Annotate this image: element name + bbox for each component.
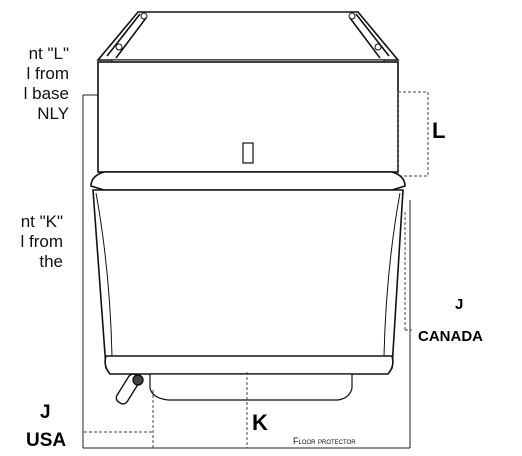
note-k-line: the	[39, 252, 63, 271]
note-k-text: nt "K" l from the	[0, 212, 64, 272]
dim-j-canada-guide	[404, 212, 412, 331]
note-l-line: nt "L"	[28, 44, 69, 63]
stove-lower-body	[90, 171, 406, 375]
note-k-line: nt "K"	[20, 212, 63, 231]
note-l-line: l from	[26, 64, 70, 83]
floor-protector-label: Floor protector	[293, 436, 356, 446]
dim-k-label: K	[252, 410, 268, 435]
dim-j-usa-label: USA	[26, 430, 67, 451]
note-k-line: l from	[20, 232, 64, 251]
dim-l-guide	[397, 91, 429, 177]
dim-j-usa-letter: J	[40, 402, 51, 423]
note-l-line: l base	[23, 84, 69, 103]
stove-top-hood	[96, 11, 400, 61]
dim-j-usa-guide	[84, 390, 154, 448]
ash-drawer	[149, 373, 353, 401]
note-l-line: NLY	[37, 104, 69, 123]
drawer-handle	[115, 373, 150, 405]
latch-slot	[242, 142, 254, 164]
dim-j-canada-label: CANADA	[418, 328, 483, 345]
note-l-text: nt "L" l from l base NLY	[0, 44, 69, 124]
dim-j-canada-letter: J	[455, 296, 464, 313]
dim-l-label: L	[432, 118, 446, 143]
